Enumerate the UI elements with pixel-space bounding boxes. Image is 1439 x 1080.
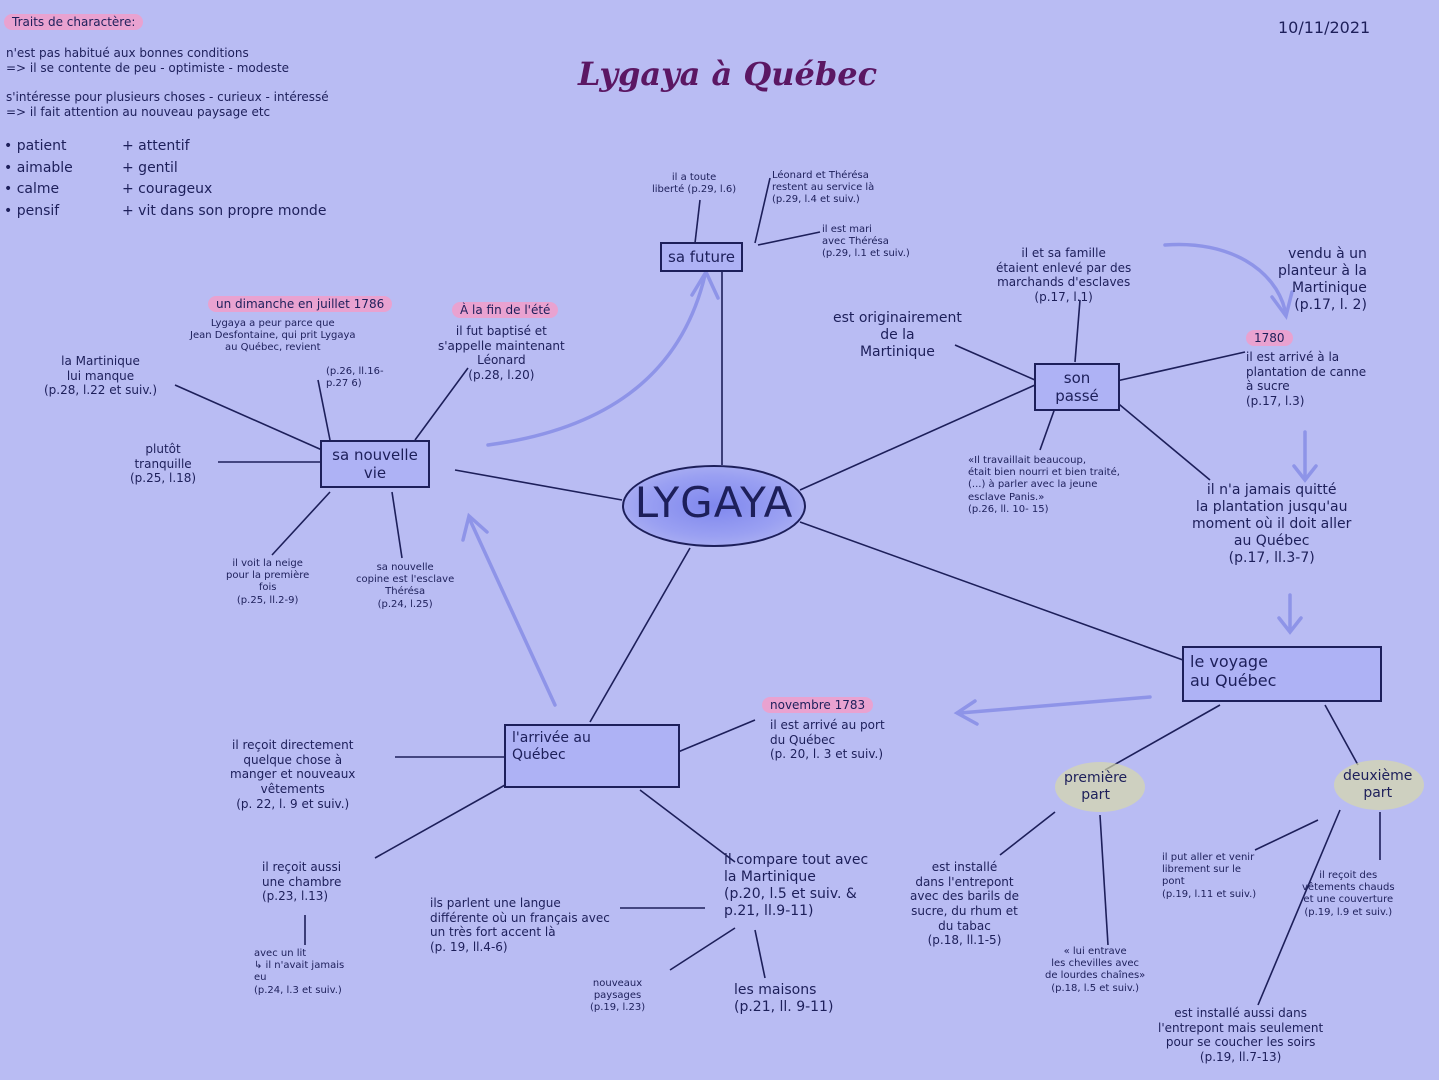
vie-note-1-ref: (p.26, ll.16- p.27 6)	[326, 366, 384, 390]
voyage-deuxieme-part: deuxième part	[1343, 768, 1413, 802]
future-note-2: Léonard et Thérésa restent au service là…	[772, 170, 875, 206]
date-fin-ete: À la fin de l'été	[452, 302, 559, 318]
passe-note-4: il est arrivé à la plantation de canne à…	[1246, 350, 1367, 408]
vie-note-2: il fut baptisé et s'appelle maintenant L…	[438, 324, 565, 382]
date-novembre-1783: novembre 1783	[762, 697, 874, 713]
voyage-note-2: « lui entrave les chevilles avec de lour…	[1045, 946, 1146, 994]
passe-note-5: «Il travaillait beaucoup, était bien nou…	[968, 455, 1120, 515]
voyage-note-3: il put aller et venir librement sur le p…	[1162, 852, 1257, 900]
node-le-voyage: le voyage au Québec	[1182, 646, 1382, 702]
page-title: Lygaya à Québec	[578, 55, 878, 93]
arrivee-note-8: les maisons (p.21, ll. 9-11)	[734, 982, 834, 1016]
voyage-note-4: il reçoit des vêtements chauds et une co…	[1302, 870, 1395, 918]
date-1780: 1780	[1246, 330, 1293, 346]
traits-header: Traits de charactère:	[4, 14, 144, 30]
passe-note-1: il et sa famille étaient enlevé par des …	[996, 246, 1132, 304]
node-arrivee-quebec: l'arrivée au Québec	[504, 724, 680, 788]
voyage-premiere-part: première part	[1064, 770, 1128, 804]
arrivee-note-2: il reçoit directement quelque chose à ma…	[230, 738, 356, 811]
vie-note-6: sa nouvelle copine est l'esclave Thérésa…	[356, 562, 455, 610]
center-label: LYGAYA	[634, 478, 794, 527]
node-sa-future: sa future	[660, 242, 744, 272]
vie-note-5: il voit la neige pour la première fois (…	[226, 558, 310, 606]
blob-premiere	[1055, 762, 1145, 812]
future-note-1: il a toute liberté (p.29, l.6)	[652, 172, 737, 196]
passe-note-3: est originairement de la Martinique	[833, 310, 962, 361]
traits-column-2: + attentif + gentil + courageux + vit da…	[122, 138, 327, 220]
arrivee-note-1: il est arrivé au port du Québec (p. 20, …	[770, 718, 885, 762]
passe-note-6: il n'a jamais quitté la plantation jusqu…	[1192, 482, 1352, 567]
blob-deuxieme	[1334, 760, 1424, 810]
date-juillet-1786: un dimanche en juillet 1786	[208, 296, 393, 312]
future-note-3: il est mari avec Thérésa (p.29, l.1 et s…	[822, 224, 910, 260]
traits-line-2: s'intéresse pour plusieurs choses - curi…	[6, 90, 329, 119]
arrivee-note-3: il reçoit aussi une chambre (p.23, l.13)	[262, 860, 342, 904]
arrivee-note-5: il compare tout avec la Martinique (p.20…	[724, 852, 869, 920]
vie-note-4: plutôt tranquille (p.25, l.18)	[130, 442, 197, 486]
traits-line-1: n'est pas habitué aux bonnes conditions …	[6, 46, 290, 75]
traits-column-1: • patient • aimable • calme • pensif	[4, 138, 73, 220]
arrivee-note-4: avec un lit ↳ il n'avait jamais eu (p.24…	[254, 948, 345, 996]
voyage-note-5: est installé aussi dans l'entrepont mais…	[1158, 1006, 1324, 1064]
voyage-note-1: est installé dans l'entrepont avec des b…	[910, 860, 1019, 948]
node-sa-nouvelle-vie: sa nouvelle vie	[320, 440, 430, 488]
vie-note-3: la Martinique lui manque (p.28, l.22 et …	[44, 354, 158, 398]
passe-note-2: vendu à un planteur à la Martinique (p.1…	[1278, 246, 1367, 314]
vie-note-1: Lygaya a peur parce que Jean Desfontaine…	[190, 318, 356, 354]
arrivee-note-7: nouveaux paysages (p.19, l.23)	[590, 978, 646, 1014]
date: 10/11/2021	[1278, 18, 1371, 37]
arrivee-note-6: ils parlent une langue différente où un …	[430, 896, 610, 954]
node-son-passe: son passé	[1034, 363, 1120, 411]
center-node	[622, 465, 806, 547]
